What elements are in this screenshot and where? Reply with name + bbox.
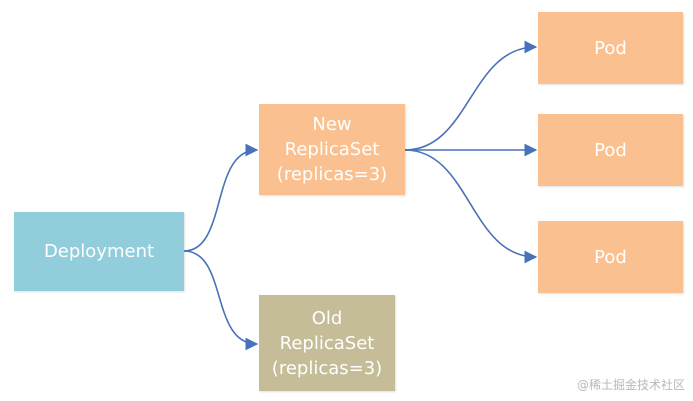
pod-node-3: Pod	[538, 221, 683, 293]
pod-label-1: Pod	[594, 37, 627, 59]
edge-deployment-to-new-replicaset	[183, 143, 259, 252]
old-replicaset-node: Old ReplicaSet (replicas=3)	[259, 295, 395, 391]
edge-new-replicaset-to-pod-3	[404, 149, 538, 264]
old-replicaset-label: Old ReplicaSet (replicas=3)	[271, 307, 383, 379]
deployment-node: Deployment	[14, 212, 184, 291]
new-replicaset-node: New ReplicaSet (replicas=3)	[259, 104, 405, 195]
deployment-label: Deployment	[43, 241, 155, 262]
pod-node-1: Pod	[538, 12, 683, 84]
watermark: @稀土掘金技术社区	[576, 378, 685, 392]
pod-label-3: Pod	[594, 246, 627, 268]
edge-deployment-to-old-replicaset	[183, 250, 259, 351]
pod-node-2: Pod	[538, 114, 683, 186]
pod-label-2: Pod	[594, 139, 627, 161]
new-replicaset-label: New ReplicaSet (replicas=3)	[276, 114, 388, 185]
edge-new-replicaset-to-pod-1	[404, 40, 538, 151]
